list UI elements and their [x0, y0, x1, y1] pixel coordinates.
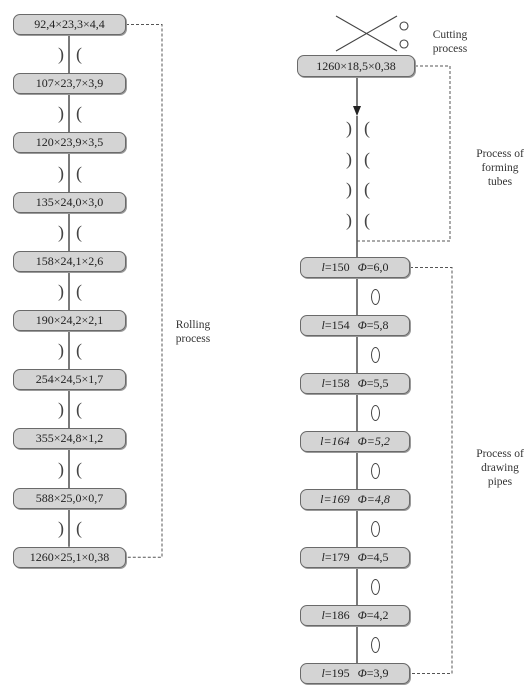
cutting-process-label: Cutting process — [420, 28, 480, 56]
roll-icon: ( — [364, 179, 370, 199]
diameter-value: Φ=3,9 — [357, 666, 389, 680]
drawing-stage-box: l=169 Φ=4,8 — [300, 489, 410, 510]
rolling-stage-box: 107×23,7×3,9 — [13, 73, 126, 95]
drawing-stage-box: l=179 Φ=4,5 — [300, 547, 410, 568]
diameter-value: Φ=4,5 — [357, 550, 389, 564]
roll-icon: ) — [58, 103, 64, 124]
drawing-die-icon — [370, 288, 380, 305]
rolling-stage-box: 1260×25,1×0,38 — [13, 546, 126, 568]
drawing-stage-box: l=158 Φ=5,5 — [300, 373, 410, 394]
stage-label: 92,4×23,3×4,4 — [34, 17, 105, 31]
length-value: l=186 — [321, 608, 350, 622]
rolling-stage-box: 158×24,1×2,6 — [13, 250, 126, 272]
drawing-die-icon — [370, 346, 380, 363]
drawing-process-label: Process of drawing pipes — [465, 447, 526, 489]
drawing-bracket — [410, 267, 453, 674]
stage-label: 1260×18,5×0,38 — [316, 58, 396, 73]
diameter-value: Φ=5,5 — [357, 376, 389, 390]
diameter-value: Φ=5,2 — [357, 434, 390, 448]
drawing-die-icon — [370, 578, 380, 595]
roll-icon: ( — [76, 280, 82, 301]
drawing-die-icon — [370, 520, 380, 537]
stage-label: 158×24,1×2,6 — [35, 253, 104, 268]
forming-label-line: tubes — [487, 176, 513, 188]
drawing-stage-box: l=195 Φ=3,9 — [300, 663, 410, 684]
roll-icon: ( — [76, 103, 82, 124]
forming-process-label: Process of forming tubes — [465, 147, 526, 189]
roll-icon: ) — [58, 399, 64, 420]
diameter-value: Φ=5,8 — [357, 318, 389, 332]
drawing-stage-box: l=164 Φ=5,2 — [300, 431, 410, 452]
roll-icon: ) — [58, 221, 64, 242]
forming-bracket — [357, 65, 451, 242]
stage-label: 120×23,9×3,5 — [35, 135, 104, 150]
length-value: l=158 — [321, 376, 350, 390]
roll-icon: ) — [58, 280, 64, 301]
stage-label: 1260×25,1×0,38 — [29, 549, 110, 564]
length-value: l=195 — [321, 666, 350, 680]
roll-icon: ( — [76, 44, 82, 65]
length-value: l=150 — [321, 260, 350, 274]
roll-icon: ( — [364, 118, 370, 138]
rolling-stage-box: 254×24,5×1,7 — [13, 369, 126, 391]
rolling-stage-box: 355×24,8×1,2 — [13, 428, 126, 450]
rolling-stage-box: 588×25,0×0,7 — [13, 487, 126, 509]
roll-icon: ) — [58, 340, 64, 361]
drawing-label-line: drawing — [481, 462, 519, 474]
cutting-label-line: Cutting — [432, 29, 468, 41]
roll-icon: ) — [58, 517, 64, 538]
stage-label: 588×25,0×0,7 — [35, 490, 104, 505]
roll-icon: ( — [76, 458, 82, 479]
drawing-stage-box: l=186 Φ=4,2 — [300, 605, 410, 626]
roll-icon: ) — [346, 148, 352, 169]
roll-icon: ( — [76, 162, 82, 183]
rolling-bracket — [126, 24, 163, 558]
stage-label: 107×23,7×3,9 — [35, 76, 104, 91]
rolling-stage-box: 135×24,0×3,0 — [13, 191, 126, 213]
roll-icon: ( — [364, 148, 370, 169]
roll-icon: ) — [58, 44, 64, 65]
drawing-label-line: Process of — [476, 448, 524, 460]
drawing-label-line: pipes — [487, 476, 513, 488]
rolling-stage-box: 190×24,2×2,1 — [13, 310, 126, 331]
roll-icon: ) — [58, 162, 64, 183]
roll-icon: ( — [76, 340, 82, 361]
drawing-stage-box: l=154 Φ=5,8 — [300, 315, 410, 336]
length-value: l=169 — [320, 492, 350, 506]
roll-icon: ( — [76, 399, 82, 420]
forming-label-line: Process of — [476, 148, 524, 160]
diameter-value: Φ=4,8 — [357, 492, 390, 506]
stage-label: 190×24,2×2,1 — [35, 313, 104, 327]
length-value: l=164 — [320, 434, 350, 448]
flow-arrow — [353, 106, 361, 116]
roll-icon: ) — [346, 179, 352, 199]
drawing-die-icon — [370, 462, 380, 479]
cutting-label-line: process — [432, 43, 468, 55]
length-value: l=154 — [321, 318, 350, 332]
drawing-die-icon — [370, 404, 380, 421]
stage-label: 355×24,8×1,2 — [35, 431, 104, 446]
length-value: l=179 — [321, 550, 350, 564]
rolling-label-line: Rolling — [175, 319, 211, 331]
diameter-value: Φ=4,2 — [357, 608, 389, 622]
drawing-stage-box: l=150 Φ=6,0 — [300, 257, 410, 278]
cut-strip-stage: 1260×18,5×0,38 — [297, 55, 415, 77]
rolling-process-label: Rolling process — [163, 318, 223, 346]
roll-icon: ( — [76, 221, 82, 242]
stage-label: 135×24,0×3,0 — [35, 194, 104, 209]
roll-icon: ( — [364, 209, 370, 230]
rolling-stage-box: 92,4×23,3×4,4 — [13, 14, 126, 35]
roll-icon: ) — [346, 118, 352, 138]
scissors-icon — [335, 15, 409, 52]
diameter-value: Φ=6,0 — [357, 260, 389, 274]
roll-icon: ( — [76, 517, 82, 538]
roll-icon: ) — [58, 458, 64, 479]
forming-label-line: forming — [481, 162, 519, 174]
drawing-die-icon — [370, 636, 380, 653]
rolling-stage-box: 120×23,9×3,5 — [13, 132, 126, 154]
roll-icon: ) — [346, 209, 352, 230]
rolling-label-line: process — [175, 333, 211, 345]
stage-label: 254×24,5×1,7 — [35, 372, 104, 387]
